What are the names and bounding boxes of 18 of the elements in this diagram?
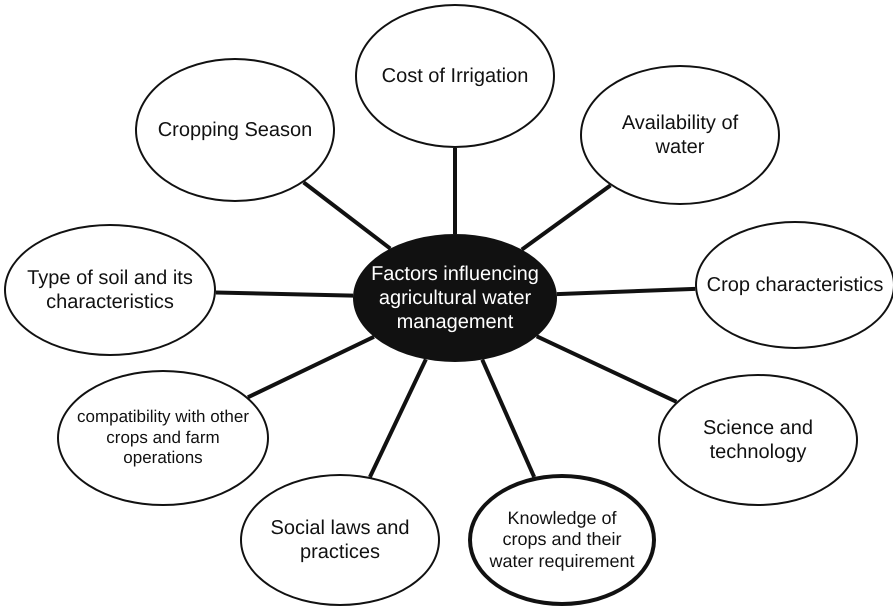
node-label: Social laws and practices xyxy=(270,516,410,564)
connector-line xyxy=(536,334,678,404)
connector-line xyxy=(368,358,428,478)
connector-line xyxy=(302,180,392,250)
connector-line xyxy=(453,148,457,234)
connector-line xyxy=(247,335,375,400)
node-label: Availability of water xyxy=(620,111,740,159)
node-label: Factors influencing agricultural water management xyxy=(370,262,540,334)
node-label: Cost of Irrigation xyxy=(382,64,528,88)
connector-line xyxy=(520,184,612,252)
node-label: Cropping Season xyxy=(158,118,312,142)
node-label: Science and technology xyxy=(702,416,814,464)
node-label: Crop characteristics xyxy=(706,273,884,297)
node-label: Type of soil and its characteristics xyxy=(26,266,194,314)
node-label: compatibility with other crops and farm operations xyxy=(76,407,250,469)
connector-line xyxy=(556,286,696,296)
connector-line xyxy=(216,290,354,298)
node-label: Knowledge of crops and their water requirement xyxy=(488,508,636,572)
